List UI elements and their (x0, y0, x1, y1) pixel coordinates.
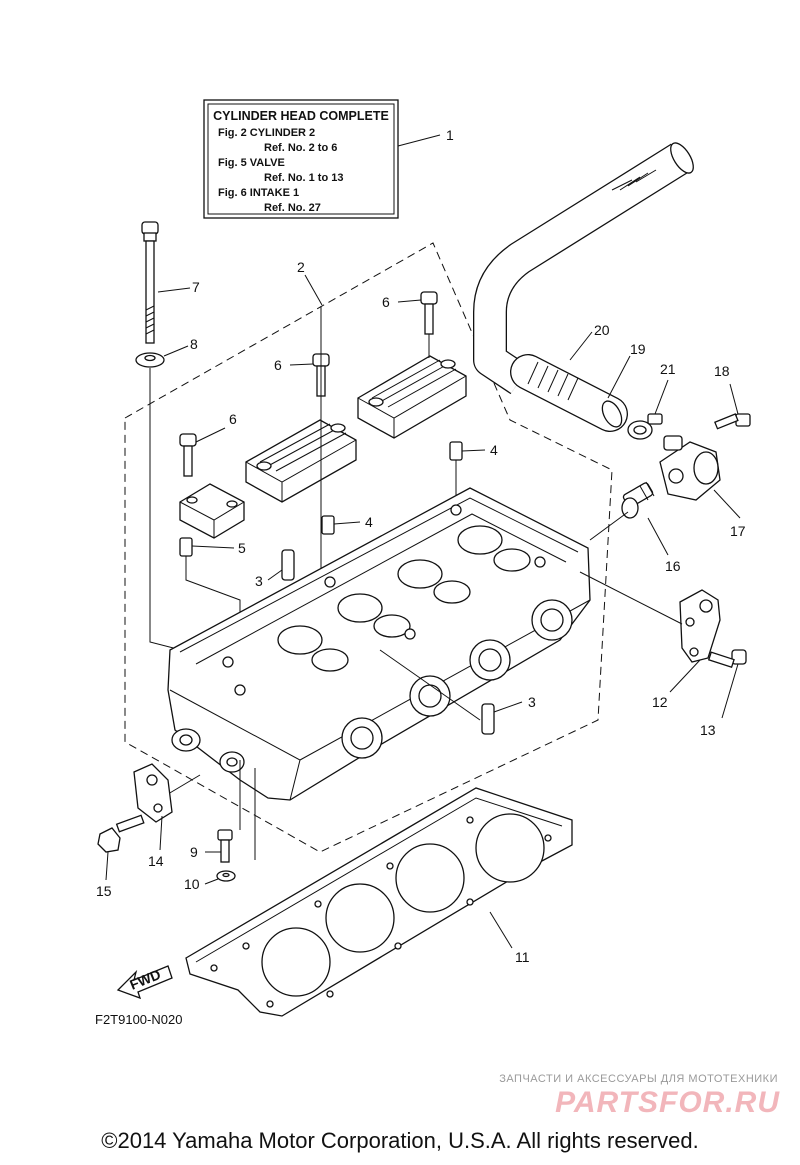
bolt-icon (707, 649, 747, 669)
leader-line-18 (729, 383, 739, 415)
washer-icon (135, 352, 165, 368)
callout-6: 6 (274, 357, 282, 373)
callout-3: 3 (255, 573, 263, 589)
watermark-brand: PARTSFOR.RU (555, 1086, 780, 1119)
callout-15: 15 (96, 883, 112, 899)
dowel-pin-icon (179, 537, 193, 557)
leader-line-16 (647, 517, 669, 556)
leader-line-19 (607, 355, 631, 399)
info-box-line: Ref. No. 2 to 6 (264, 142, 337, 154)
water-pipe-icon (473, 142, 694, 395)
bolt-icon (714, 413, 751, 430)
camshaft-cap-icon (245, 419, 357, 503)
thermostat-cover-icon (659, 435, 721, 501)
leader-line-13 (721, 663, 739, 719)
long-bolt-icon (141, 221, 159, 344)
callout-9: 9 (190, 844, 198, 860)
leader-line-3 (267, 569, 283, 581)
callout-20: 20 (594, 322, 610, 338)
callout-4: 4 (490, 442, 498, 458)
dowel-pin-icon (321, 515, 335, 535)
cylinder-head-icon (167, 487, 591, 801)
callout-6: 6 (382, 294, 390, 310)
leader-line-6 (289, 363, 314, 366)
leader-line-17 (713, 489, 741, 519)
info-box-line: Ref. No. 1 to 13 (264, 172, 343, 184)
leader-line-20 (569, 331, 593, 361)
info-box-title: CYLINDER HEAD COMPLETE (213, 109, 389, 123)
bracket-icon (133, 763, 173, 823)
callout-10: 10 (184, 876, 200, 892)
small-bolt-icon (217, 829, 233, 863)
diagram-code: F2T9100-N020 (95, 1012, 182, 1027)
assembly-boundary (124, 242, 613, 853)
leader-line-3 (493, 701, 523, 713)
callout-7: 7 (192, 279, 200, 295)
leader-line-2 (304, 274, 323, 306)
watermark-tagline: ЗАПЧАСТИ И АКСЕССУАРЫ ДЛЯ МОТОТЕХНИКИ (499, 1073, 778, 1085)
callout-13: 13 (700, 722, 716, 738)
callout-3: 3 (528, 694, 536, 710)
leader-line-8 (163, 345, 189, 357)
leader-line-10 (204, 878, 219, 885)
callout-19: 19 (630, 341, 646, 357)
valve-guide-icon (281, 549, 295, 581)
leader-line-14 (159, 815, 163, 851)
camshaft-cap-icon (357, 355, 467, 439)
valve-guide-icon (481, 703, 495, 735)
callout-2: 2 (297, 259, 305, 275)
callout-4: 4 (365, 514, 373, 530)
callout-18: 18 (714, 363, 730, 379)
info-box-line: Fig. 5 VALVE (218, 157, 285, 169)
leader-line-6 (397, 299, 422, 303)
leader-line-4 (333, 521, 361, 525)
callout-1: 1 (446, 127, 454, 143)
bolt-icon (179, 433, 197, 477)
callout-8: 8 (190, 336, 198, 352)
info-box-line: Fig. 2 CYLINDER 2 (218, 127, 315, 139)
leader-line-11 (489, 911, 513, 949)
callout-21: 21 (660, 361, 676, 377)
small-washer-icon (216, 870, 236, 882)
flange-bolt-icon (97, 814, 145, 853)
fwd-arrow-icon: FWD (116, 965, 173, 1000)
callout-12: 12 (652, 694, 668, 710)
leader-line-12 (669, 659, 701, 693)
leader-line-6 (195, 427, 226, 443)
callout-5: 5 (238, 540, 246, 556)
callout-14: 14 (148, 853, 164, 869)
leader-line-4 (461, 449, 486, 452)
leader-line-1 (397, 134, 441, 147)
head-gasket-icon (185, 787, 573, 1017)
hose-icon (510, 354, 628, 432)
camshaft-cap-icon (179, 483, 245, 539)
callout-17: 17 (730, 523, 746, 539)
leader-line-7 (157, 287, 191, 293)
callout-16: 16 (665, 558, 681, 574)
copyright-notice: ©2014 Yamaha Motor Corporation, U.S.A. A… (101, 1128, 699, 1153)
callout-6: 6 (229, 411, 237, 427)
callout-11: 11 (515, 949, 530, 965)
dowel-pin-icon (449, 441, 463, 461)
info-box-line: Ref. No. 27 (264, 202, 321, 214)
info-box-line: Fig. 6 INTAKE 1 (218, 187, 299, 199)
hose-clamp-icon (627, 413, 663, 440)
leader-line-15 (105, 851, 109, 881)
cover-plate-icon (679, 589, 721, 663)
leader-line-5 (191, 545, 235, 549)
leader-line-21 (654, 379, 669, 415)
bolt-icon (420, 291, 438, 335)
info-box: CYLINDER HEAD COMPLETE Fig. 2 CYLINDER 2… (203, 99, 399, 219)
